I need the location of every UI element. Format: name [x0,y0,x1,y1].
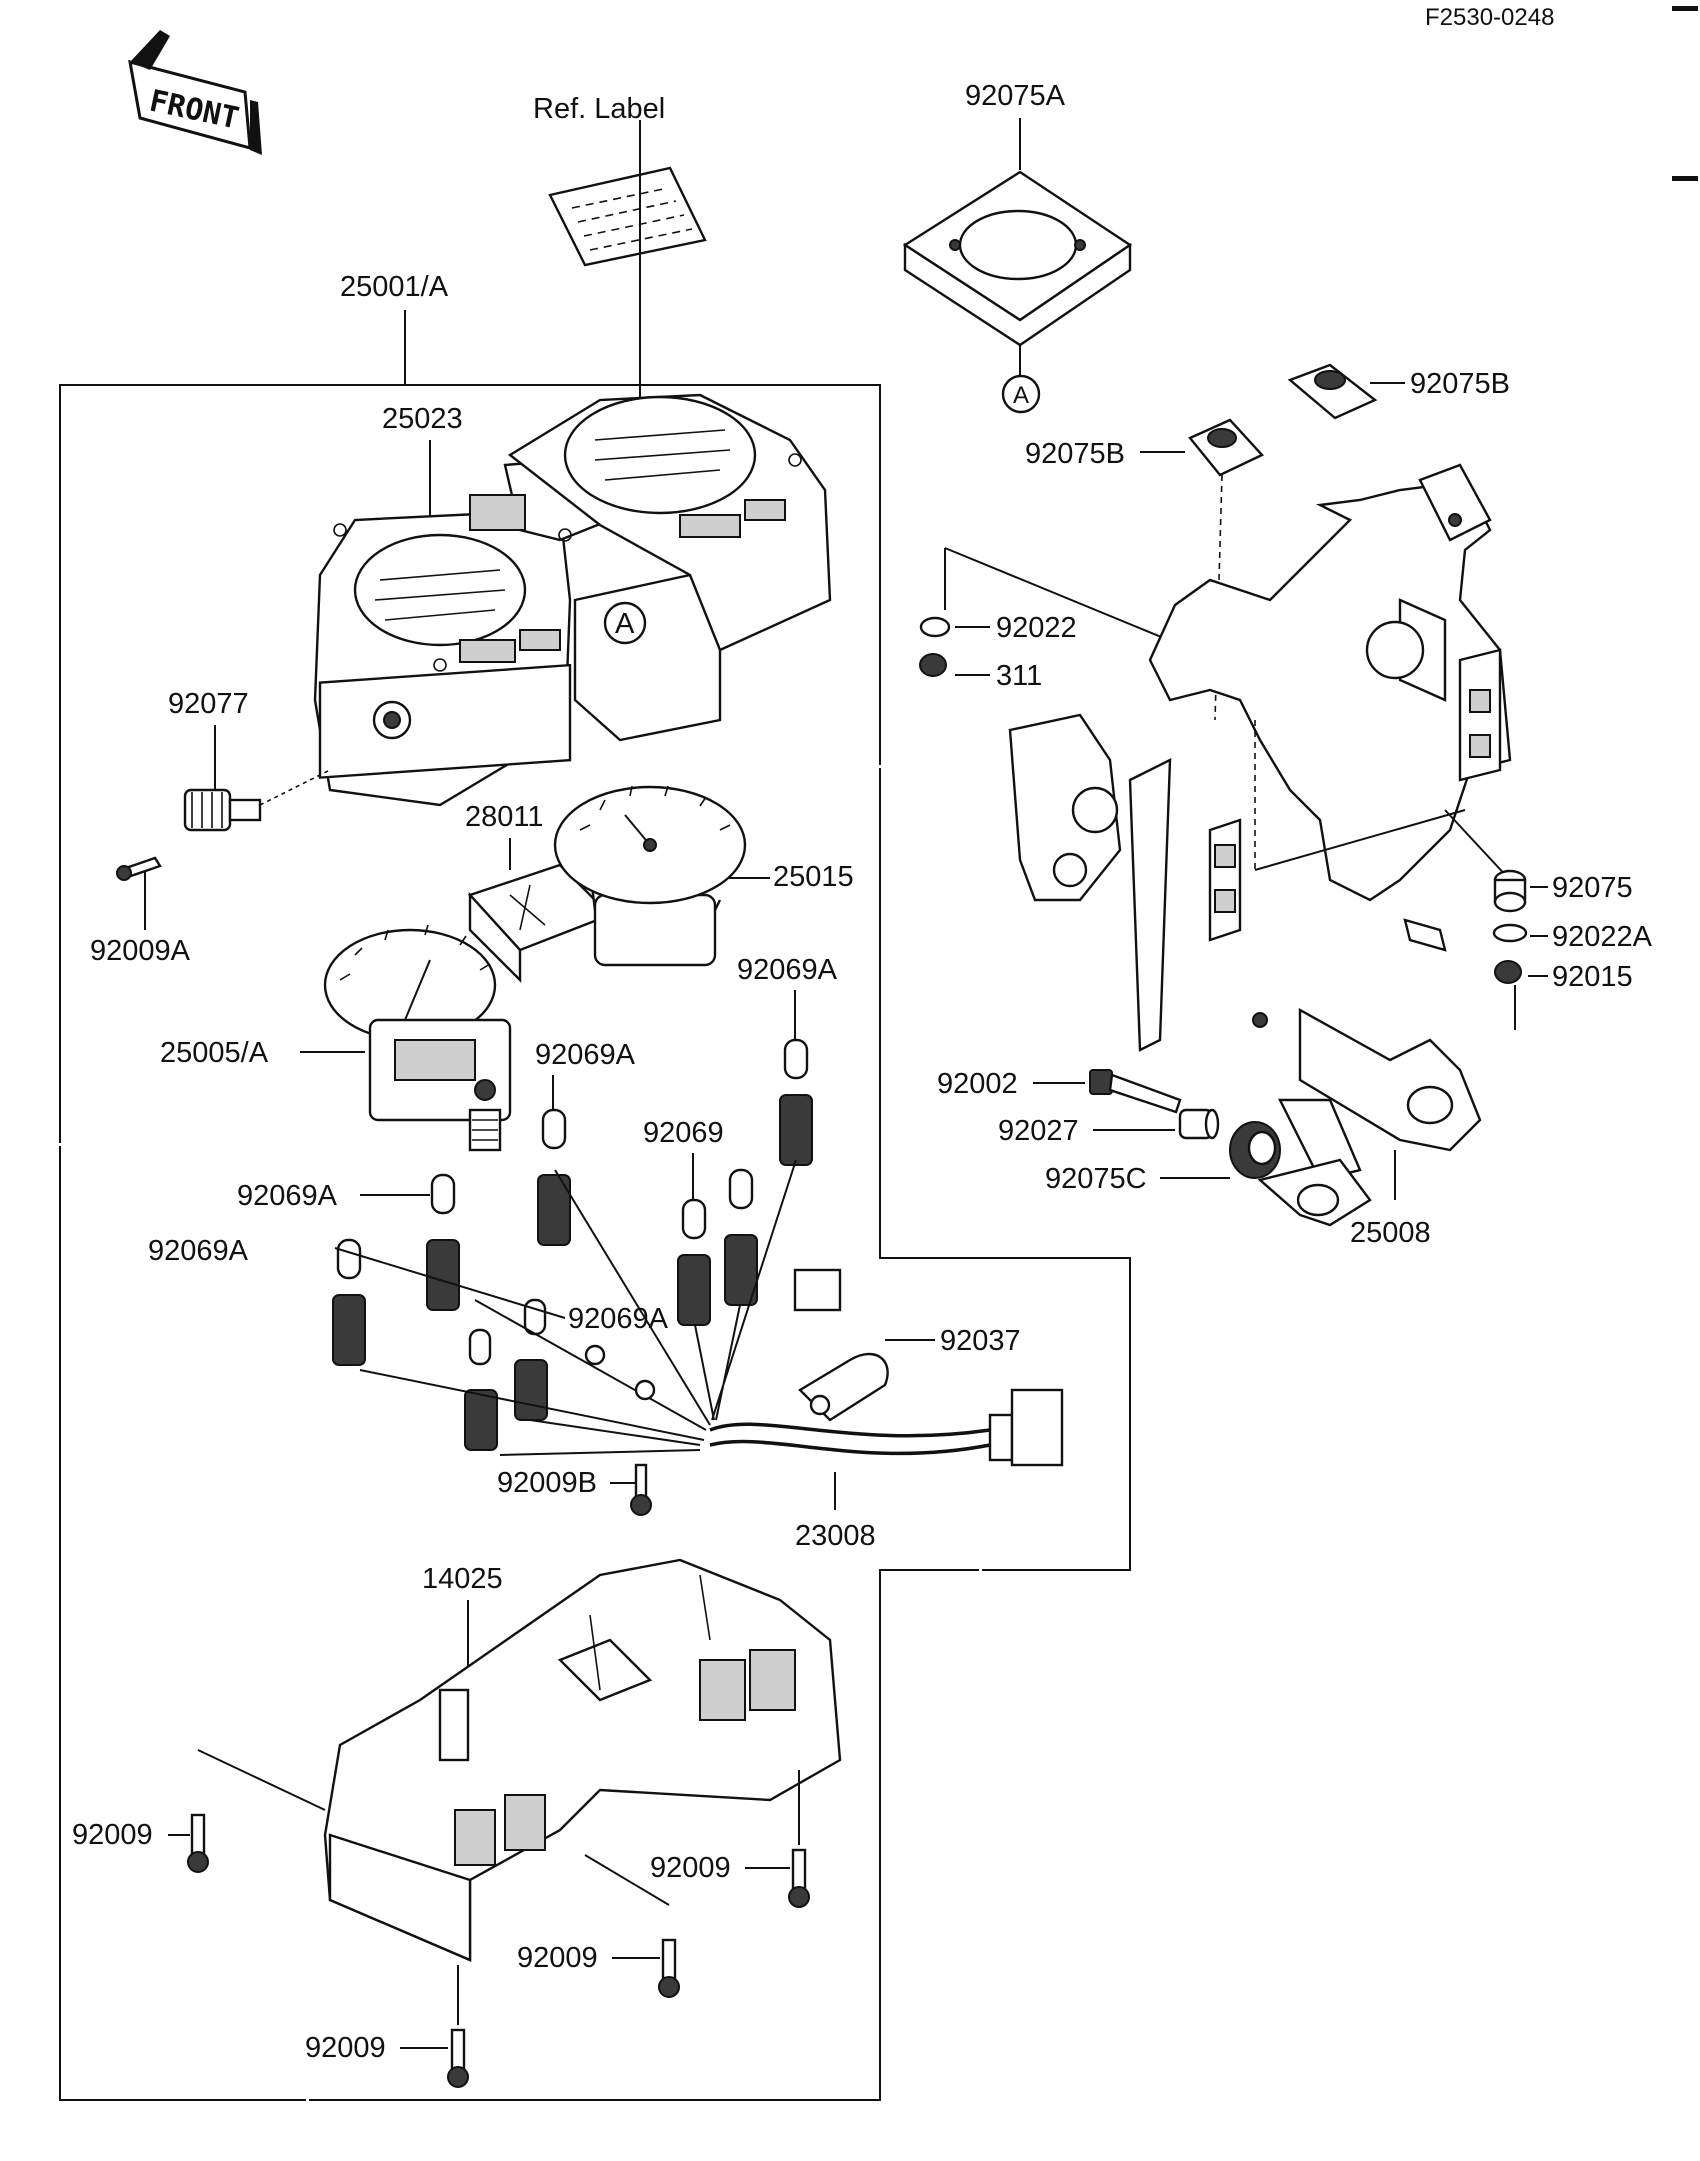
label-92075B-2: 92075B [1025,438,1125,470]
label-92009A: 92009A [90,935,191,967]
label-25023: 25023 [382,403,463,435]
ref-label-text: Ref. Label [533,93,665,125]
leader-92009-1b [197,1749,326,1811]
label-311: 311 [996,660,1042,692]
label-92069: 92069 [643,1117,724,1149]
assembly-boundary [59,384,1131,2101]
label-92015: 92015 [1552,961,1633,993]
screw-92009-1 [187,1813,209,1873]
screw-92009-4 [447,2028,469,2088]
label-92075B-1: 92075B [1410,368,1510,400]
cable-nut-92077 [183,769,331,832]
clamp-92037 [798,1352,889,1422]
ref-A-text: A [1013,382,1029,409]
tachometer-25015 [553,785,747,967]
bolt-92002 [1089,1069,1182,1114]
label-92075C: 92075C [1045,1163,1147,1195]
label-92002: 92002 [937,1068,1018,1100]
washer-92022A [1492,923,1528,943]
margin-tick-top [1672,6,1698,11]
label-25005A: 25005/A [160,1037,269,1069]
nut-92015 [1494,960,1522,984]
label-25001A: 25001/A [340,271,449,303]
ref-label-sticker [548,166,707,267]
wiring-harness-23008 [359,1159,1064,1467]
leader-92075-diag [1444,809,1511,881]
screw-92009A [116,856,162,881]
label-92075: 92075 [1552,872,1633,904]
label-92037: 92037 [940,1325,1021,1357]
label-92027: 92027 [998,1115,1079,1147]
gasket-92075A [902,170,1133,347]
screw-92009-3 [658,1938,680,1998]
label-92069A-4: 92069A [568,1303,669,1335]
label-25015: 25015 [773,861,854,893]
meter-housing [313,393,832,807]
nut-311 [919,653,947,677]
grommet-92075C [1229,1121,1281,1179]
meter-ref-A: A [615,608,635,640]
cover-14025 [323,1558,842,1962]
grommet-92075B-2 [1188,418,1264,477]
label-92075A: 92075A [965,80,1066,112]
screw-92009B [630,1463,652,1516]
leader-92069A-4 [334,1247,566,1319]
label-92009-1: 92009 [72,1819,153,1851]
speedometer-25005A [323,924,512,1152]
grommet-92075 [1493,869,1527,913]
bulb-socket-group [332,1038,813,1451]
label-92069A-1: 92069A [737,954,838,986]
label-92009-4: 92009 [305,2032,386,2064]
label-92022A: 92022A [1552,921,1653,953]
label-92022: 92022 [996,612,1077,644]
ref-A-circle [1001,374,1041,414]
label-14025: 14025 [422,1563,503,1595]
grommet-92075B-1 [1287,363,1378,420]
leader-stud [1254,809,1466,871]
screw-92009-2 [788,1848,810,1908]
label-23008: 23008 [795,1520,876,1552]
leader-92009-3b [584,1854,670,1906]
front-arrow-icon: FRONT [128,30,262,155]
collar-92027 [1178,1108,1220,1140]
figure-code: F2530-0248 [1425,4,1554,31]
bracket-25008 [1008,463,1512,1227]
margin-tick-mid [1672,176,1698,181]
meter-ref-A-circle [603,601,647,645]
label-92009B: 92009B [497,1467,597,1499]
label-92077: 92077 [168,688,249,720]
label-92069A-3: 92069A [237,1180,338,1212]
label-25008: 25008 [1350,1217,1431,1249]
label-28011: 28011 [465,801,544,833]
label-92009-2: 92009 [650,1852,731,1884]
washer-92022 [919,616,951,638]
label-92069A-2: 92069A [535,1039,636,1071]
label-92069A-5: 92069A [148,1235,249,1267]
label-92009-3: 92009 [517,1942,598,1974]
